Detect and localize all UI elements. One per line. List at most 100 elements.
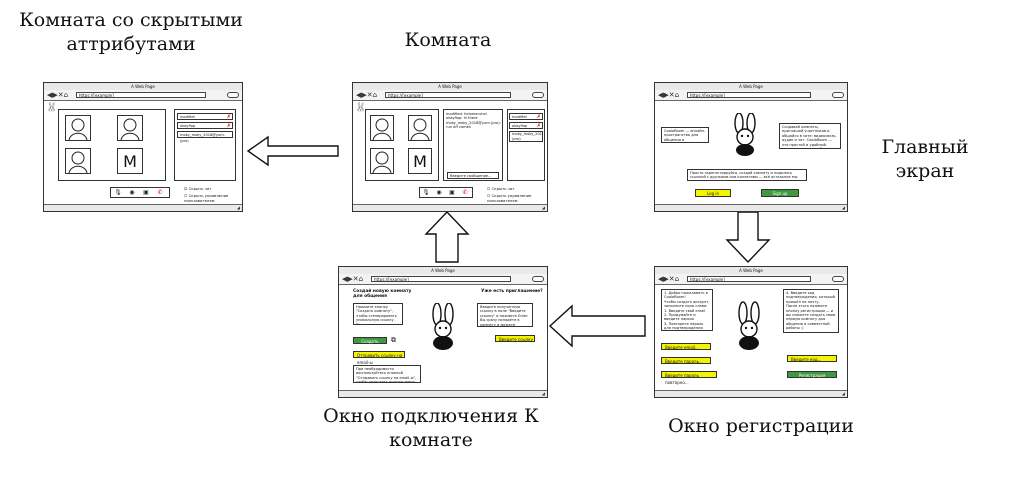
mic-icon[interactable]: 🎙 [422, 189, 430, 196]
address-bar: ◀▶✕⌂ https://​[example] [655, 274, 847, 285]
nav-arrows-icon[interactable]: ◀▶✕⌂ [658, 275, 680, 283]
code-input[interactable]: Введите код... [787, 355, 837, 362]
resize-grip-icon: ◢ [541, 205, 545, 210]
hangup-icon[interactable]: ✆ [462, 189, 468, 196]
create-room-button[interactable]: Создать комнату [353, 337, 387, 351]
address-bar: ◀▶✕⌂ https://​[example] [655, 90, 847, 101]
camera-icon[interactable]: ◉ [129, 189, 135, 196]
bunny-mascot-icon [432, 303, 454, 350]
nav-arrows-icon[interactable]: ◀▶✕⌂ [47, 91, 69, 99]
window-connect: A Web Page ◀▶✕⌂ https://​[example] Созда… [338, 266, 548, 398]
register-button[interactable]: Регистрация [787, 371, 837, 378]
video-tile[interactable] [65, 115, 91, 141]
nav-arrows-icon[interactable]: ◀▶✕⌂ [342, 275, 364, 283]
nav-arrows-icon[interactable]: ◀▶✕⌂ [356, 91, 378, 99]
status-bar: ◢ [655, 204, 847, 211]
search-pill[interactable] [532, 276, 544, 282]
resize-grip-icon: ◢ [841, 391, 845, 396]
window-register: A Web Page ◀▶✕⌂ https://​[example] 1. До… [654, 266, 848, 398]
participant-item[interactable]: modifiet✗ [509, 113, 543, 120]
create-room-text: Нажмите кнопку "Создать комнату", чтобы … [353, 303, 403, 325]
status-bar: ◢ [353, 204, 547, 211]
user-avatar-icon [372, 118, 392, 141]
search-pill[interactable] [832, 92, 844, 98]
register-steps-right: 4. Введите код подтверждения, который пр… [783, 289, 839, 333]
video-tile[interactable] [65, 148, 91, 174]
chat-panel: modified: helomaruhel okayflop: hi there… [443, 109, 503, 181]
label-register: Окно регистрации [668, 415, 854, 437]
invite-text: Введите полученную ссылку в поле "Введит… [477, 303, 533, 327]
arrow-connect-to-room [424, 210, 470, 263]
controls-bar: 🎙 ◉ ▣ ✆ [110, 187, 170, 198]
kick-icon: ✗ [226, 114, 231, 120]
url-field[interactable]: https://​[example] [385, 92, 511, 98]
mic-icon[interactable]: 🎙 [114, 189, 122, 196]
video-tile-initial[interactable]: M [408, 148, 432, 174]
search-pill[interactable] [227, 92, 239, 98]
nav-arrows-icon[interactable]: ◀▶✕⌂ [658, 91, 680, 99]
hide-chat-checkbox[interactable]: ☑ Скрыть чат [184, 186, 212, 191]
intro-text-left: CoolaRoom — онлайн-пространство для обще… [661, 127, 709, 143]
label-room: Комната [404, 29, 492, 51]
video-tile-initial[interactable]: M [117, 148, 143, 174]
signup-button[interactable]: Sign up [761, 189, 799, 197]
resize-grip-icon: ◢ [541, 391, 545, 396]
screen-share-icon[interactable]: ▣ [143, 189, 149, 196]
url-field[interactable]: https://​[example] [76, 92, 206, 98]
search-pill[interactable] [532, 92, 544, 98]
participant-item[interactable]: modifiet✗ [177, 113, 233, 120]
password-input[interactable]: Введите пароль... [661, 357, 711, 364]
password-repeat-input[interactable]: Введите пароль повторно... [661, 371, 717, 385]
window-room: A Web Page ◀▶✕⌂ https://​[example] 🐰 M m… [352, 82, 548, 212]
video-tile[interactable] [117, 115, 143, 141]
bunny-mascot-icon [738, 301, 760, 350]
search-pill[interactable] [832, 276, 844, 282]
screen-share-icon[interactable]: ▣ [449, 189, 455, 196]
participant-item[interactable]: okayflop✗ [177, 122, 233, 129]
send-link-button[interactable]: Отправить ссылку на email-ы [353, 351, 405, 365]
video-grid: M [365, 109, 439, 181]
resize-grip-icon: ◢ [841, 205, 845, 210]
have-invite-title: Уже есть приглашение? [481, 289, 543, 294]
address-bar: ◀▶✕⌂ https://​[example] [44, 90, 242, 101]
user-avatar-icon [372, 151, 392, 174]
window-hidden-room: A Web Page ◀▶✕⌂ https://​[example] 🐰 M m… [43, 82, 243, 212]
email-hint-text: При необходимости воспользуйтесь кнопкой… [353, 365, 421, 383]
camera-icon[interactable]: ◉ [436, 189, 442, 196]
video-grid: M [58, 109, 166, 181]
create-room-title: Создай новую комнату для общения [353, 289, 412, 300]
arrow-room-to-hidden [246, 135, 339, 167]
video-tile[interactable] [370, 115, 394, 141]
email-input[interactable]: Введите email... [661, 343, 711, 350]
bunny-logo-icon: 🐰 [355, 103, 367, 113]
participant-item[interactable]: okayflop✗ [509, 122, 543, 129]
participants-panel: modifiet✗ okayflop✗ moky_moky_2018@yum.(… [174, 109, 236, 181]
window-main-screen: A Web Page ◀▶✕⌂ https://​[example] Coola… [654, 82, 848, 212]
user-avatar-icon [120, 118, 140, 141]
video-tile[interactable] [408, 115, 432, 141]
hide-chat-checkbox[interactable]: ☐ Скрыть чат [487, 186, 515, 191]
address-bar: ◀▶✕⌂ https://​[example] [339, 274, 547, 285]
link-input[interactable]: Введите ссылку [495, 335, 535, 342]
kick-icon: ✗ [536, 123, 541, 129]
user-avatar-icon [68, 118, 88, 141]
participant-item[interactable]: moky_moky_2018@yum.(pro) [177, 131, 233, 143]
url-field[interactable]: https://​[example] [687, 92, 811, 98]
arrow-register-to-connect [548, 304, 646, 348]
status-bar: ◢ [655, 390, 847, 397]
kick-icon: ✗ [226, 123, 231, 129]
hide-user-control-checkbox[interactable]: ☐ Скрыть управление пользователем [184, 193, 229, 203]
login-button[interactable]: Log in [695, 189, 731, 197]
copy-icon[interactable]: ⧉ [391, 336, 396, 344]
hangup-icon[interactable]: ✆ [157, 189, 163, 196]
intro-text-bottom: Просто зарегистрируйся, создай комнату и… [687, 169, 807, 181]
kick-icon: ✗ [536, 114, 541, 120]
url-field[interactable]: https://​[example] [687, 276, 811, 282]
url-field[interactable]: https://​[example] [371, 276, 511, 282]
resize-grip-icon: ◢ [236, 205, 240, 210]
participants-panel: modifiet✗ okayflop✗ moky_moky_2018@yum.(… [507, 109, 545, 181]
hide-user-control-checkbox[interactable]: ☐ Скрыть управление пользователем [487, 193, 532, 203]
participant-item[interactable]: moky_moky_2018@yum.(pro) [509, 131, 543, 142]
video-tile[interactable] [370, 148, 394, 174]
chat-input[interactable]: Введите сообщение... [447, 172, 499, 179]
